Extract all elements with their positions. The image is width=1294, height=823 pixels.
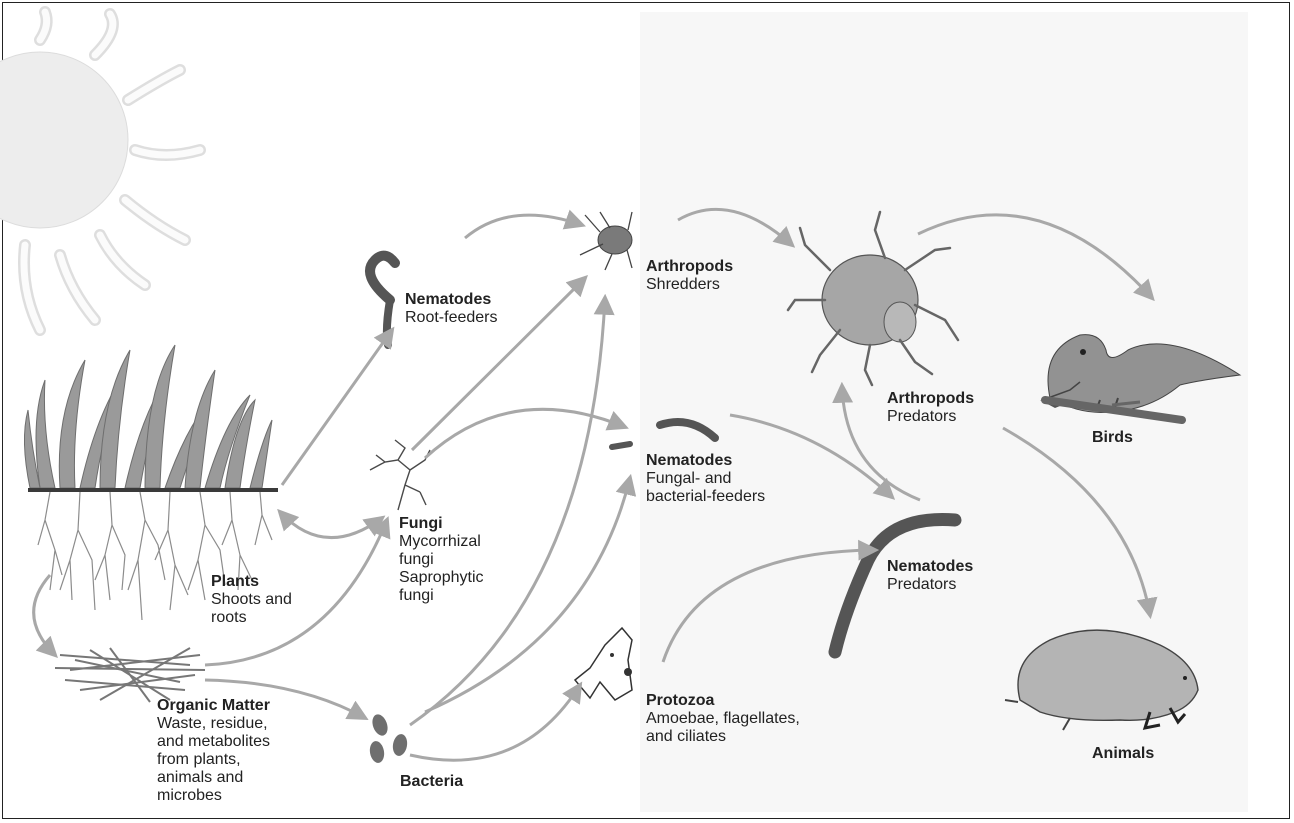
arrow-plants-to-organic-matter xyxy=(34,575,55,655)
plants-title: Plants xyxy=(211,573,292,591)
arrow-predator-mite-to-birds xyxy=(918,215,1152,298)
organic-matter-desc-line: Waste, residue, xyxy=(157,715,270,733)
nematodes-root-title: Nematodes xyxy=(405,291,498,309)
fungi-desc-line: fungi xyxy=(399,587,484,605)
fungi-desc-line: Saprophytic xyxy=(399,569,484,587)
arrow-plants-fungi xyxy=(280,512,382,538)
protozoa-desc-line: and ciliates xyxy=(646,728,800,746)
nematodes-predators-label: Nematodes Predators xyxy=(887,558,973,594)
organic-matter-desc-line: microbes xyxy=(157,787,270,805)
fungal-nematode-icon xyxy=(612,422,715,447)
nematodes-predators-desc-line: Predators xyxy=(887,576,973,594)
shredder-mite-icon xyxy=(580,212,632,270)
organic-matter-desc-line: from plants, xyxy=(157,751,270,769)
predator-mite-icon xyxy=(788,212,958,385)
plants-desc-line: roots xyxy=(211,609,292,627)
nematodes-fungal-desc-line: Fungal- and xyxy=(646,470,765,488)
nematodes-fungal-bacterial-label: Nematodes Fungal- and bacterial-feeders xyxy=(646,452,765,506)
arthropods-shredders-title: Arthropods xyxy=(646,258,733,276)
fungi-desc-line: fungi xyxy=(399,551,484,569)
arrow-bacteria-to-mite xyxy=(410,298,605,725)
fungi-label: Fungi Mycorrhizal fungi Saprophytic fung… xyxy=(399,515,484,605)
arthropods-shredders-label: Arthropods Shredders xyxy=(646,258,733,294)
fungi-title: Fungi xyxy=(399,515,484,533)
plants-label: Plants Shoots and roots xyxy=(211,573,292,627)
protozoa-icon xyxy=(575,628,632,700)
plants-desc-line: Shoots and xyxy=(211,591,292,609)
organic-matter-desc-line: animals and xyxy=(157,769,270,787)
protozoa-label: Protozoa Amoebae, flagellates, and cilia… xyxy=(646,692,800,746)
arthropods-predators-title: Arthropods xyxy=(887,390,974,408)
protozoa-title: Protozoa xyxy=(646,692,800,710)
arrow-bacteria-to-protozoa xyxy=(410,685,580,760)
organic-matter-title: Organic Matter xyxy=(157,697,270,715)
nematodes-root-desc-line: Root-feeders xyxy=(405,309,498,327)
animals-label: Animals xyxy=(1092,745,1154,763)
bacteria-label: Bacteria xyxy=(400,773,463,791)
mole-icon xyxy=(1005,630,1198,730)
sun-icon xyxy=(0,12,200,330)
nematodes-predators-title: Nematodes xyxy=(887,558,973,576)
arrow-shredders-to-predator-mite xyxy=(678,209,792,245)
nematodes-fungal-desc-line: bacterial-feeders xyxy=(646,488,765,506)
nematodes-fungal-title: Nematodes xyxy=(646,452,765,470)
protozoa-desc-line: Amoebae, flagellates, xyxy=(646,710,800,728)
organic-matter-desc-line: and metabolites xyxy=(157,733,270,751)
nematodes-root-feeders-label: Nematodes Root-feeders xyxy=(405,291,498,327)
arrow-root-nematodes-to-mite xyxy=(465,215,582,238)
arrow-plants-to-root-nematodes xyxy=(282,330,392,485)
arthropods-predators-desc-line: Predators xyxy=(887,408,974,426)
fungi-desc-line: Mycorrhizal xyxy=(399,533,484,551)
organic-matter-icon xyxy=(55,648,205,702)
fungi-icon xyxy=(370,440,430,510)
arrow-fungi-to-fungal-nematodes xyxy=(425,409,625,458)
arthropods-predators-label: Arthropods Predators xyxy=(887,390,974,426)
arthropods-shredders-desc-line: Shredders xyxy=(646,276,733,294)
bird-icon xyxy=(1040,335,1240,420)
arrow-predator-mite-to-animals xyxy=(1003,428,1150,615)
bacteria-icon xyxy=(368,712,409,764)
birds-label: Birds xyxy=(1092,429,1133,447)
organic-matter-label: Organic Matter Waste, residue, and metab… xyxy=(157,697,270,805)
